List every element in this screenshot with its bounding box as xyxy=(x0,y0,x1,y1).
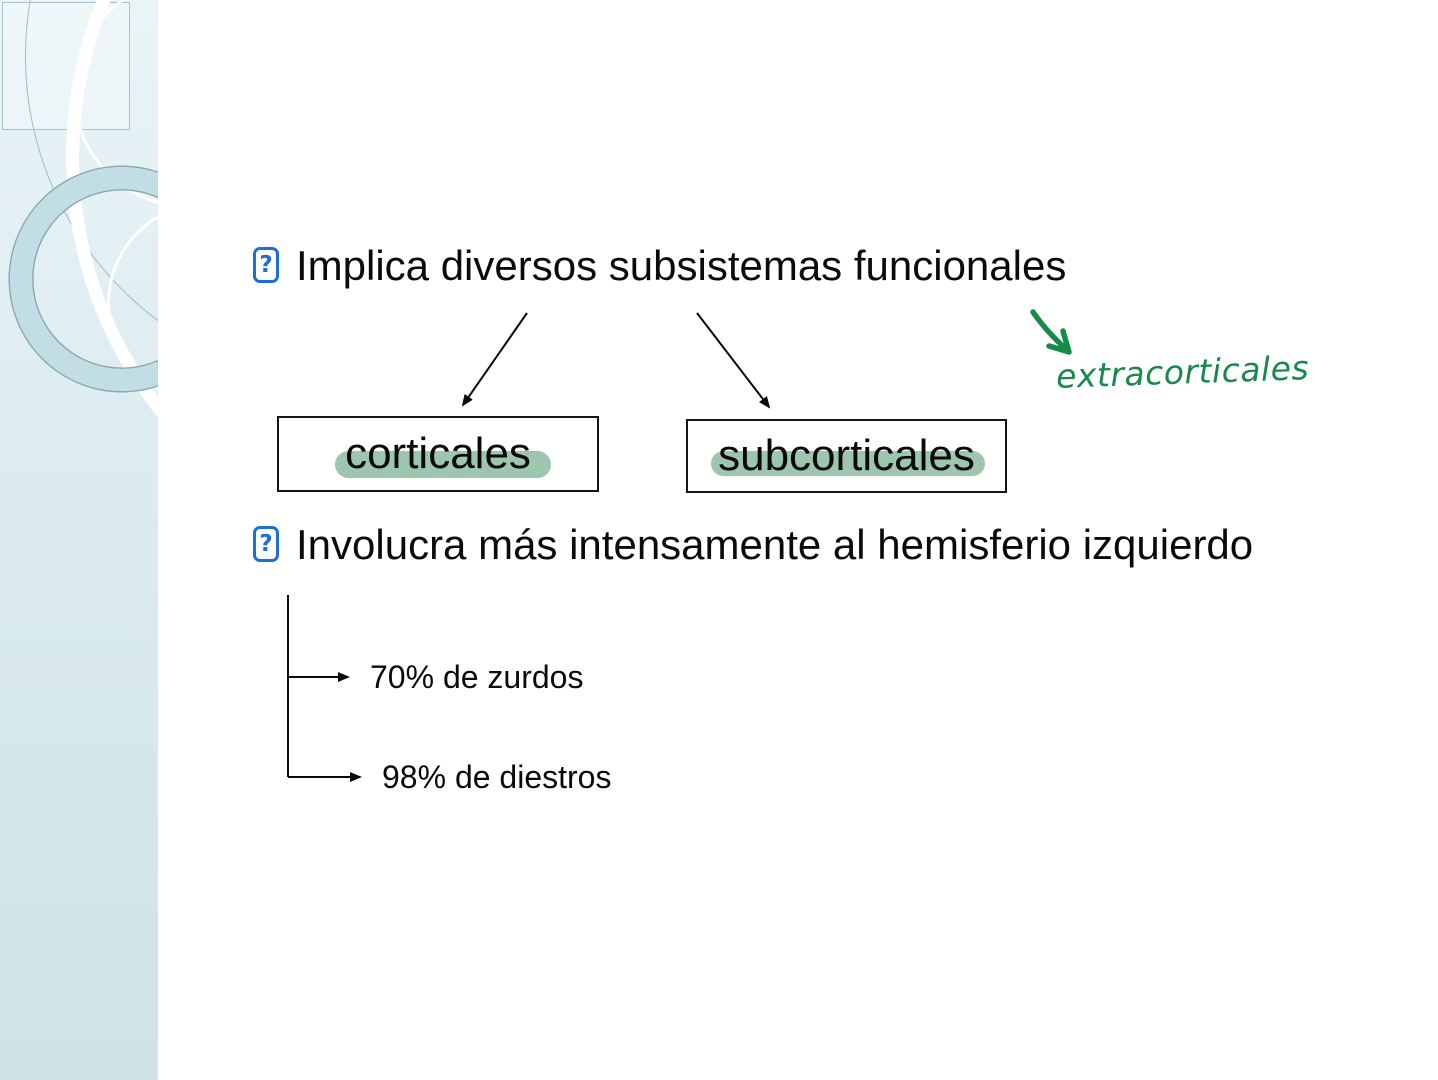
handwritten-annotation: extracorticales xyxy=(1055,348,1310,396)
bullet-item-2: ? Involucra más intensamente al hemisfer… xyxy=(253,522,1253,568)
corticales-box: corticales xyxy=(277,416,599,492)
subcorticales-label: subcorticales xyxy=(718,431,975,480)
arrow-to-corticales xyxy=(461,312,528,407)
missing-glyph-bullet-icon: ? xyxy=(253,247,279,283)
corticales-label: corticales xyxy=(345,429,531,478)
arrow-to-subcorticales xyxy=(696,312,771,409)
branch-label-zurdos: 70% de zurdos xyxy=(370,659,584,695)
branch-label-diestros: 98% de diestros xyxy=(382,759,612,795)
bullet-1-text: Implica diversos subsistemas funcionales xyxy=(296,242,1067,289)
handwritten-arrow-icon xyxy=(1030,309,1072,355)
bullet-item-1: ? Implica diversos subsistemas funcional… xyxy=(253,243,1066,289)
decorative-ring-icon xyxy=(10,167,158,391)
highlight-marker xyxy=(711,451,985,476)
sidebar-decoration xyxy=(0,0,158,1080)
subcorticales-box: subcorticales xyxy=(686,419,1007,493)
missing-glyph-bullet-icon: ? xyxy=(253,526,279,562)
highlight-marker xyxy=(335,451,551,478)
bullet-2-text: Involucra más intensamente al hemisferio… xyxy=(296,521,1254,568)
